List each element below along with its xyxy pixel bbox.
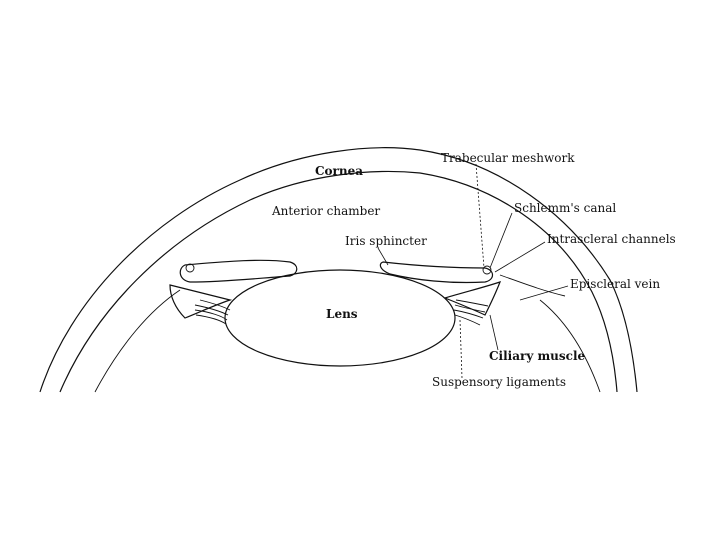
- leader-trabecular: [476, 164, 484, 268]
- leader-schlemm: [490, 213, 512, 268]
- label-ciliary-muscle: Ciliary muscle: [489, 349, 586, 363]
- schlemms-canal-left: [186, 264, 194, 272]
- label-cornea: Cornea: [315, 164, 363, 178]
- label-anterior-chamber: Anterior chamber: [271, 204, 380, 218]
- label-episcleral-vein: Episcleral vein: [570, 277, 660, 291]
- leader-episcleral: [520, 286, 568, 300]
- episcleral-vein-line: [500, 275, 565, 296]
- leader-suspensory: [460, 320, 462, 378]
- label-schlemms-canal: Schlemm's canal: [514, 201, 616, 215]
- leader-ciliary: [490, 315, 498, 350]
- label-lens: Lens: [326, 307, 358, 321]
- label-suspensory-ligaments: Suspensory ligaments: [432, 375, 566, 389]
- leader-intrascleral: [495, 242, 545, 272]
- iris-left: [180, 260, 297, 282]
- label-intrascleral-channels: Intrascleral channels: [547, 232, 676, 246]
- label-trabecular-meshwork: Trabecular meshwork: [441, 151, 575, 165]
- ciliary-body-left: [170, 285, 230, 318]
- inner-wall-left: [95, 290, 180, 392]
- iris-right: [380, 262, 492, 283]
- label-iris-sphincter: Iris sphincter: [345, 234, 427, 248]
